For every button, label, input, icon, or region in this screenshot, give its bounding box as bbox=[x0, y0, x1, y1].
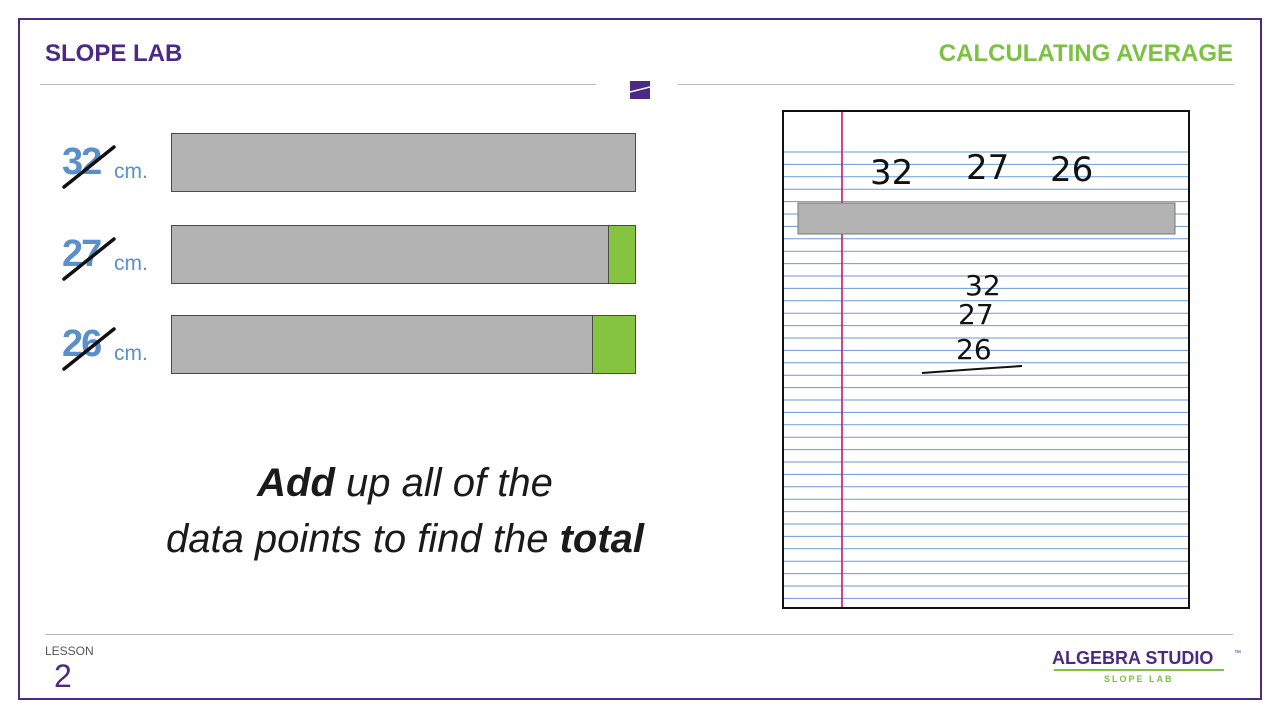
bar-row-3: 26 cm. bbox=[60, 315, 640, 375]
logo-subtitle: SLOPE LAB bbox=[1104, 674, 1174, 684]
notebook-top-number-1: 32 bbox=[870, 153, 913, 193]
lesson-number: 2 bbox=[54, 658, 72, 694]
caption-bold-add: Add bbox=[257, 461, 335, 505]
notebook-canvas: 32 27 26 32 27 26 bbox=[784, 112, 1188, 607]
caption-text-1: up all of the bbox=[334, 461, 553, 505]
notebook-stack-number-1: 32 bbox=[965, 269, 1001, 302]
caption-text-2: data points to find the bbox=[165, 517, 560, 561]
bar-unit-1: cm. bbox=[114, 160, 148, 183]
measure-bar-1 bbox=[171, 133, 636, 192]
logo-title: ALGEBRA STUDIO bbox=[1052, 648, 1214, 668]
bar-label-1: 32 cm. bbox=[60, 133, 170, 193]
bar-label-3: 26 cm. bbox=[60, 315, 170, 375]
bar-unit-2: cm. bbox=[114, 252, 148, 275]
strike-icon bbox=[62, 237, 116, 281]
bar-label-2: 27 cm. bbox=[60, 225, 170, 285]
bar-extra-2 bbox=[608, 226, 635, 283]
measure-bar-3 bbox=[171, 315, 636, 374]
topic-title: CALCULATING AVERAGE bbox=[938, 40, 1233, 67]
strike-icon bbox=[62, 145, 116, 189]
sum-underline bbox=[921, 365, 1023, 374]
bar-row-1: 32 cm. bbox=[60, 133, 640, 193]
footer-divider bbox=[45, 634, 1233, 635]
measure-bar-2 bbox=[171, 225, 636, 284]
instruction-caption: Add up all of the data points to find th… bbox=[100, 455, 710, 567]
bar-unit-3: cm. bbox=[114, 342, 148, 365]
logo-trademark: ™ bbox=[1234, 650, 1241, 657]
notebook-top-number-2: 27 bbox=[966, 148, 1009, 188]
lesson-label: LESSON bbox=[45, 644, 94, 658]
logo-underline bbox=[1054, 669, 1224, 671]
notebook-top-number-3: 26 bbox=[1050, 150, 1093, 190]
notebook-stack-number-3: 26 bbox=[956, 333, 992, 366]
notebook-stack-number-2: 27 bbox=[958, 298, 994, 331]
strike-icon bbox=[62, 327, 116, 371]
brand-title: SLOPE LAB bbox=[45, 40, 183, 67]
caption-bold-total: total bbox=[559, 517, 645, 561]
caption-line-1: Add up all of the bbox=[100, 455, 710, 511]
bar-row-2: 27 cm. bbox=[60, 225, 640, 285]
algebra-studio-logo: ALGEBRA STUDIO ™ SLOPE LAB bbox=[1052, 648, 1242, 692]
caption-line-2: data points to find the total bbox=[100, 511, 710, 567]
ruled-lines bbox=[784, 151, 1188, 599]
bar-extra-3 bbox=[592, 316, 635, 373]
header-divider-right bbox=[678, 84, 1234, 85]
notebook-paper: 32 27 26 32 27 26 bbox=[782, 110, 1190, 609]
slope-mark-icon bbox=[630, 81, 650, 99]
header-divider-left bbox=[40, 84, 596, 85]
answer-cover bbox=[797, 202, 1176, 235]
